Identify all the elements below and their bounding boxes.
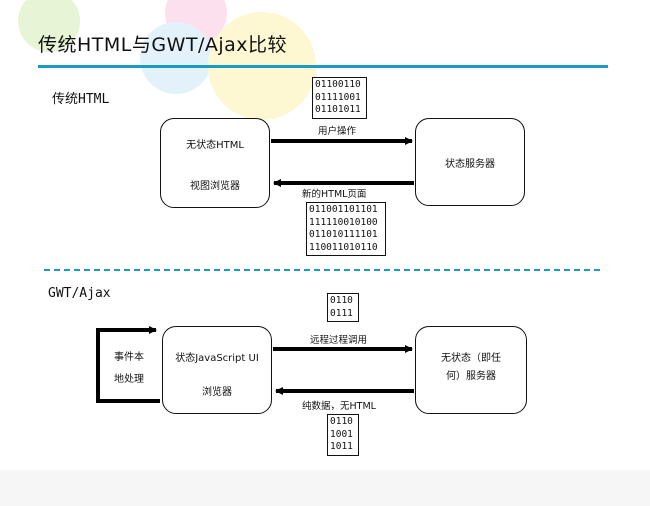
section-label-traditional: 传统HTML [52, 92, 110, 107]
node-line-1: 无状态HTML [186, 140, 244, 151]
section-label-gwt: GWT/Ajax [48, 286, 111, 301]
decor-bubble-green [18, 0, 80, 52]
data-only-label: 纯数据，无HTML [302, 401, 376, 412]
bit-row: 1001 [330, 428, 353, 440]
local-event-loop-arrow [96, 326, 160, 403]
response-label: 新的HTML页面 [302, 189, 367, 200]
title-rule [38, 65, 608, 68]
local-event-handling-node: 事件本 地处理 [98, 334, 160, 400]
node-label: 状态服务器 [445, 159, 495, 170]
bit-row: 110011010110 [309, 241, 378, 253]
slide-title: 传统HTML与GWT/Ajax比较 [38, 34, 288, 56]
rpc-label: 远程过程调用 [310, 335, 368, 346]
stateless-html-browser-node: 无状态HTML 视图浏览器 [160, 118, 270, 208]
footer-strip [0, 470, 650, 506]
decor-bubble-blue [140, 22, 212, 94]
node-line-1: 无状态（即任 [441, 353, 501, 364]
section-divider [44, 269, 600, 271]
data-bits-box: 0110 1001 1011 [327, 414, 359, 456]
node-line-2: 视图浏览器 [190, 181, 240, 192]
bit-row: 0110 [330, 416, 353, 427]
node-line-1: 事件本 [114, 352, 144, 363]
node-line-1: 状态JavaScript UI [175, 353, 259, 364]
bit-row: 0110 [330, 295, 353, 306]
stateful-server-node: 状态服务器 [415, 118, 525, 206]
bit-row: 111110010100 [309, 216, 378, 228]
node-line-2: 浏览器 [202, 387, 232, 398]
node-line-2: 地处理 [114, 374, 144, 385]
request-label: 用户操作 [318, 126, 357, 137]
bit-row: 1011 [330, 441, 353, 452]
bit-row: 01101011 [315, 104, 361, 115]
bit-row: 01111001 [315, 91, 361, 103]
rpc-bits-box: 0110 0111 [327, 293, 359, 322]
request-bits-box: 01100110 01111001 01101011 [312, 77, 367, 119]
bit-row: 01100110 [315, 79, 361, 90]
stateless-server-node: 无状态（即任 何）服务器 [415, 326, 527, 414]
bit-row: 011001101101 [309, 204, 378, 215]
node-line-2: 何）服务器 [446, 371, 496, 382]
bit-row: 0111 [330, 307, 353, 319]
response-bits-box: 011001101101 111110010100 011010111101 1… [306, 202, 386, 256]
bit-row: 011010111101 [309, 229, 378, 240]
stateful-js-ui-browser-node: 状态JavaScript UI 浏览器 [162, 326, 272, 414]
